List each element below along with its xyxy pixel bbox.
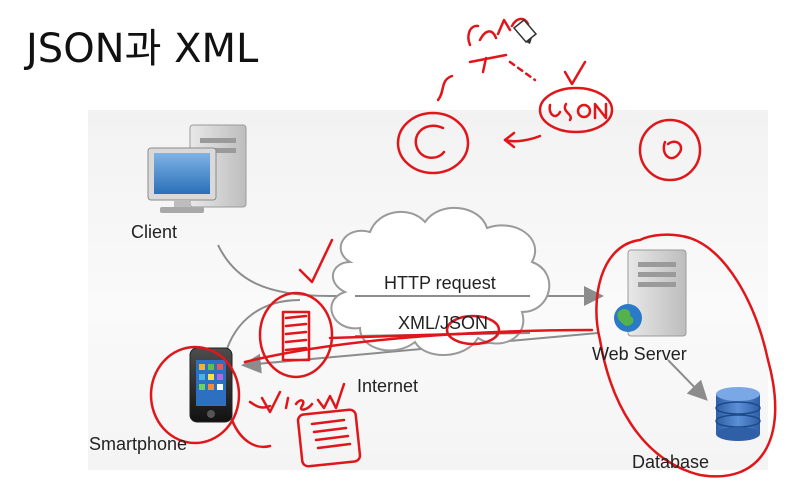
ink-dashed-link (508, 60, 537, 82)
ink-checkmark (298, 238, 334, 284)
database-icon (715, 387, 761, 441)
web-server-icon (614, 249, 687, 337)
ink-server-loop (595, 233, 777, 478)
ink-view-v (260, 390, 282, 414)
client-computer-icon (147, 124, 247, 213)
request-arrow (217, 244, 604, 306)
ink-java-hook (436, 74, 454, 102)
database-label: Database (632, 452, 710, 472)
pencil-cursor-icon (512, 18, 538, 44)
ink-json-circle (538, 86, 614, 134)
ink-view-circle (258, 291, 334, 379)
smartphone-icon (189, 347, 233, 423)
server-database-arrow (667, 359, 708, 401)
smartphone-label: Smartphone (89, 434, 188, 454)
ink-annotations (149, 17, 777, 478)
http-request-label: HTTP request (384, 273, 496, 293)
ink-xml-json-circle (445, 314, 501, 346)
smartphone-request-curve (224, 299, 301, 356)
web-server-label: Web Server (592, 344, 687, 364)
ink-c-letter (414, 124, 446, 159)
internet-cloud-icon (330, 206, 551, 356)
ink-client-circle (396, 111, 470, 175)
ink-smartphone-circle (149, 345, 241, 445)
client-label: Client (131, 222, 178, 242)
ink-right-circle (638, 118, 702, 182)
xml-json-label: XML/JSON (398, 313, 489, 333)
slide-title: JSON과 XML (26, 26, 259, 72)
ink-document-icon (296, 408, 362, 468)
internet-label: Internet (357, 376, 419, 396)
